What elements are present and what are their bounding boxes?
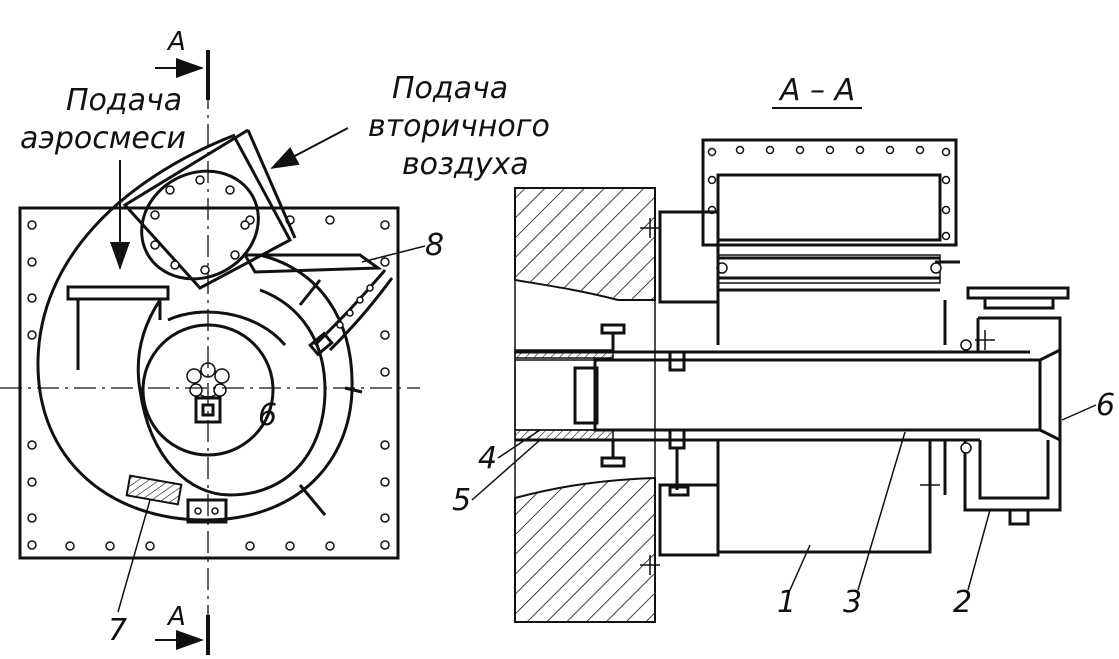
volute-inner — [136, 288, 327, 497]
section-view: А – А — [452, 73, 1115, 623]
label-aeromix-line2: аэросмеси — [20, 121, 186, 156]
air-box-top — [701, 138, 958, 247]
label-secondary-air-line2: вторичного — [368, 109, 550, 144]
aeromix-inlet-flange — [66, 285, 170, 301]
section-mark-bottom: А — [155, 602, 210, 655]
label-secondary-air-line3: воздуха — [402, 147, 529, 182]
fastener-crosses — [640, 218, 995, 575]
callout-6-left: 6 — [258, 398, 277, 433]
callout-4: 4 — [478, 441, 497, 476]
inlet-chamber-2 — [935, 260, 1070, 526]
callout-6-right: 6 — [1096, 388, 1115, 423]
callout-3: 3 — [843, 585, 862, 620]
wall-bottom — [514, 476, 656, 623]
section-title: А – А — [778, 73, 855, 108]
sleeve-5 — [514, 429, 614, 441]
peephole-7 — [125, 474, 183, 506]
section-mark-a-top: А — [166, 27, 186, 57]
callout-2: 2 — [953, 585, 972, 620]
section-mark-a-bottom: А — [166, 602, 186, 632]
volute-outer — [36, 133, 354, 522]
plate-bolt-holes — [27, 215, 390, 551]
callout-8: 8 — [425, 228, 444, 263]
section-mark-top: А — [155, 27, 210, 100]
secondary-air-duct — [122, 128, 297, 290]
central-pipe — [593, 358, 1042, 432]
damper-sector — [242, 253, 394, 357]
callout-5: 5 — [452, 483, 471, 518]
front-view: А А Подача аэросмеси Подача вторичного в… — [0, 27, 550, 655]
label-secondary-air-line1: Подача — [392, 71, 508, 106]
callout-1: 1 — [777, 585, 796, 620]
callout-7: 7 — [108, 613, 127, 648]
wall-top — [514, 187, 656, 301]
mounting-plate — [18, 206, 400, 560]
air-box-holes — [707, 145, 951, 274]
label-aeromix-line1: Подача — [66, 83, 182, 118]
